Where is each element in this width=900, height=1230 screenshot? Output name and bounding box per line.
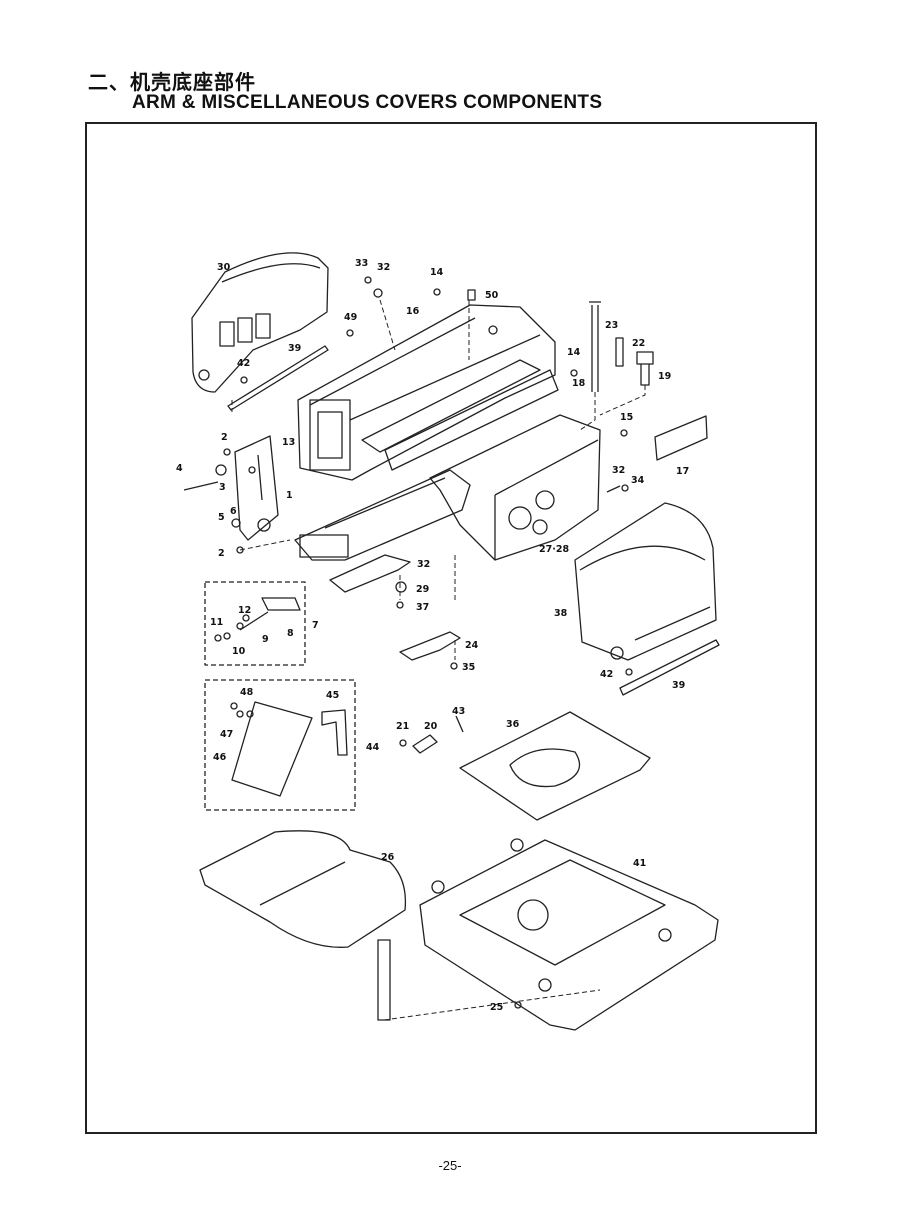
callout-15: 15 xyxy=(620,412,633,423)
diagram-frame xyxy=(85,122,817,1134)
callout-38: 39 xyxy=(672,680,685,691)
callout-19: 19 xyxy=(658,371,671,382)
part-23-bolt xyxy=(589,301,601,392)
callout-26: 26 xyxy=(381,852,395,863)
callout-6: 6 xyxy=(230,506,237,517)
group-7-box xyxy=(204,581,306,666)
callout-43: 43 xyxy=(452,706,465,717)
callout-21: 21 xyxy=(396,721,409,732)
callout-46: 46 xyxy=(213,752,227,763)
callout-8: 8 xyxy=(287,628,294,639)
callout-14: 14 xyxy=(430,267,444,278)
callout-37: 38 xyxy=(554,608,568,619)
callout-13: 13 xyxy=(282,437,295,448)
callout-22: 22 xyxy=(632,338,645,349)
part-1-plate xyxy=(234,435,279,541)
callout-34: 35 xyxy=(462,662,475,673)
small-parts xyxy=(183,276,633,1009)
part-18-cover-plate xyxy=(384,369,559,471)
callout-39: 39 xyxy=(288,343,301,354)
callout-35: 36 xyxy=(506,719,520,730)
part-arm-extension xyxy=(294,469,471,561)
page-number: -25- xyxy=(438,1158,462,1173)
callout-42: 42 xyxy=(237,358,250,369)
group-44-box xyxy=(204,679,356,811)
callout-11: 12 xyxy=(238,605,251,616)
callout-30: 30 xyxy=(217,262,231,273)
part-31-plate xyxy=(329,554,411,593)
callout-12: 11 xyxy=(210,617,223,628)
callout-18: 18 xyxy=(572,378,586,389)
callout-24: 24 xyxy=(465,640,479,651)
callout-23: 23 xyxy=(605,320,618,331)
callout-7: 7 xyxy=(312,620,319,631)
title-chinese: 二、机壳底座部件 xyxy=(88,70,256,94)
callout-45: 45 xyxy=(326,690,339,701)
part-38-rod xyxy=(619,639,720,696)
part-30-side-cover xyxy=(191,252,329,393)
part-bed-base xyxy=(429,414,601,561)
callout-2b: 2 xyxy=(218,548,225,559)
callout-16: 16 xyxy=(406,306,420,317)
callout-47: 47 xyxy=(220,729,233,740)
callout-5: 5 xyxy=(218,512,225,523)
callout-44: 44 xyxy=(366,742,380,753)
callout-48: 48 xyxy=(240,687,254,698)
part-39-rod xyxy=(227,345,329,411)
callout-25: 25 xyxy=(490,1002,503,1013)
callout-31: 32 xyxy=(417,559,430,570)
callout-17: 17 xyxy=(676,466,689,477)
callout-3: 3 xyxy=(219,482,226,493)
part-16-arm-body xyxy=(297,304,556,481)
part-41-base xyxy=(419,838,719,1031)
part-26-oil-tray xyxy=(199,830,407,1021)
callout-33b: 34 xyxy=(631,475,645,486)
callout-49: 49 xyxy=(344,312,357,323)
part-35-pad xyxy=(459,711,651,821)
callout-9: 9 xyxy=(262,634,269,645)
callout-27-28: 27·28 xyxy=(539,544,569,555)
callout-1: 1 xyxy=(286,490,293,501)
callout-41: 41 xyxy=(633,858,646,869)
callout-32b: 32 xyxy=(612,465,625,476)
part-22-pin xyxy=(615,337,624,367)
part-45-bracket xyxy=(321,709,348,756)
callout-14b: 14 xyxy=(567,347,581,358)
callout-4: 4 xyxy=(176,463,183,474)
part-17-label xyxy=(654,415,708,461)
callout-36: 37 xyxy=(416,602,429,613)
title-english: ARM & MISCELLANEOUS COVERS COMPONENTS xyxy=(132,92,603,113)
assembly-leader-lines xyxy=(231,299,646,1021)
callout-40: 42 xyxy=(600,669,613,680)
part-callouts: 30 33 32 14 50 16 49 39 42 23 22 19 14 1… xyxy=(176,258,689,1013)
part-37-rear-cover xyxy=(574,502,717,661)
part-19-screw xyxy=(636,351,654,386)
part-7-bracket xyxy=(239,597,301,631)
callout-2: 2 xyxy=(221,432,228,443)
callout-29: 29 xyxy=(416,584,429,595)
callout-32: 32 xyxy=(377,262,390,273)
callout-20: 20 xyxy=(424,721,438,732)
callout-10: 10 xyxy=(232,646,246,657)
part-24-plate xyxy=(399,631,461,661)
part-46-guard-plate xyxy=(231,701,313,797)
callout-33: 33 xyxy=(355,258,368,269)
callout-50: 50 xyxy=(485,290,499,301)
